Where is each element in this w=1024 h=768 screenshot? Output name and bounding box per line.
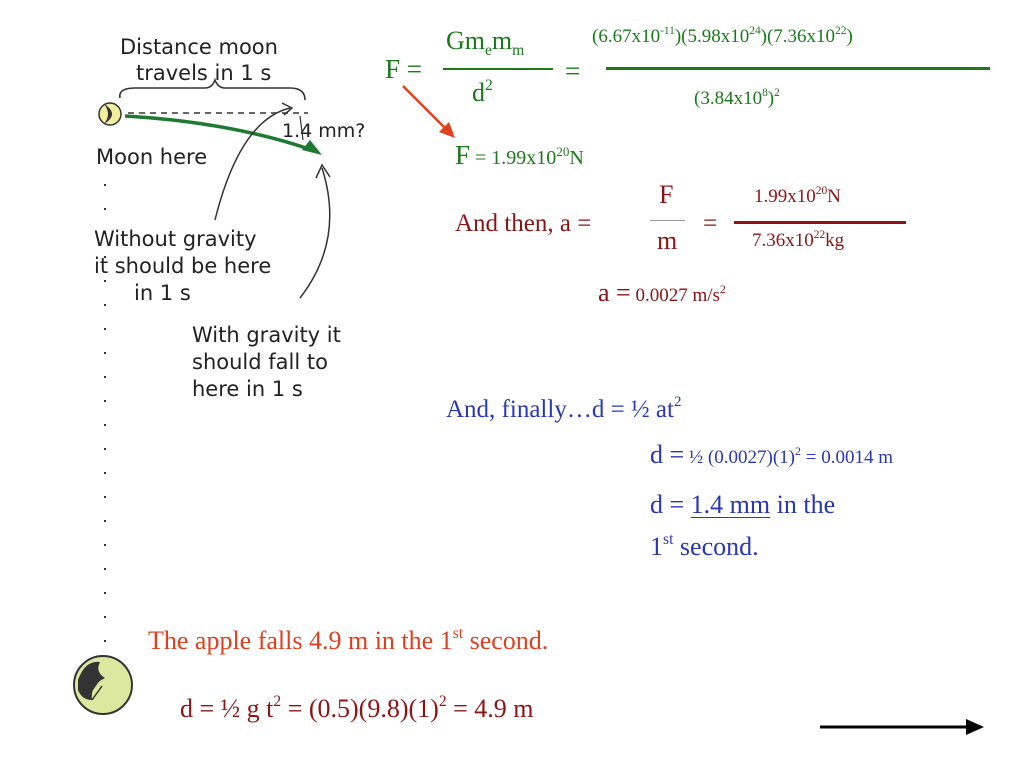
label-without-line3: in 1 s (134, 281, 191, 305)
force-lhs: F = (385, 54, 422, 84)
without-gravity-pointer (214, 107, 291, 221)
apple-line1: The apple falls 4.9 m in the 1st second. (148, 624, 549, 655)
with-gravity-pointer (299, 167, 331, 299)
label-without-line2: it should be here (94, 254, 272, 278)
distance-brace (118, 77, 306, 101)
force-equals: = (565, 56, 581, 86)
label-moon-here: Moon here (96, 145, 208, 169)
force-numerator: Gmemm (446, 26, 525, 60)
force-fraction-bar (443, 68, 553, 70)
force-denominator: d2 (472, 76, 493, 107)
label-distance-line2: travels in 1 s (136, 61, 272, 85)
accel-equals: = (703, 210, 718, 237)
accel-result: a = 0.0027 m/s2 (598, 278, 726, 307)
accel-fraction-bar (650, 220, 685, 221)
label-with-line3: here in 1 s (192, 377, 303, 401)
distance-final-line2: 1st second. (650, 530, 759, 561)
force-values-denominator: (3.84x108)2 (694, 86, 780, 109)
distance-final-line1: d = 1.4 mm in the (650, 490, 836, 519)
label-with-line1: With gravity it (192, 323, 341, 347)
next-slide-arrow-icon[interactable] (818, 715, 988, 739)
accel-denominator: m (657, 226, 678, 255)
force-result: F = 1.99x1020N (455, 140, 584, 170)
label-fall-distance: 1.4 mm? (282, 120, 366, 142)
label-without-line1: Without gravity (94, 227, 257, 251)
distance-final-value: 1.4 mm (690, 490, 771, 519)
force-values-numerator: (6.67x10-11)(5.98x1024)(7.36x1022) (592, 24, 853, 47)
apple-line2: d = ½ g t2 = (0.5)(9.8)(1)2 = 4.9 m (180, 692, 534, 723)
accel-numerator: F (659, 180, 674, 209)
accel-values-denominator: 7.36x1022kg (752, 228, 845, 251)
gravity-path-arrow (124, 114, 313, 152)
force-values-fraction-bar (606, 67, 990, 70)
accel-values-fraction-bar (734, 221, 906, 224)
distance-lead: And, finally…d = ½ at2 (446, 394, 682, 423)
accel-values-numerator: 1.99x1020N (754, 184, 841, 207)
gravity-arrowhead (302, 140, 322, 155)
label-with-line2: should fall to (192, 350, 328, 374)
result-arrow (402, 85, 455, 138)
distance-calc: d = ½ (0.0027)(1)2 = 0.0014 m (650, 440, 893, 469)
moon-fall-diagram (73, 77, 331, 715)
label-distance-line1: Distance moon (120, 35, 278, 59)
accel-lead: And then, a = (455, 210, 592, 237)
